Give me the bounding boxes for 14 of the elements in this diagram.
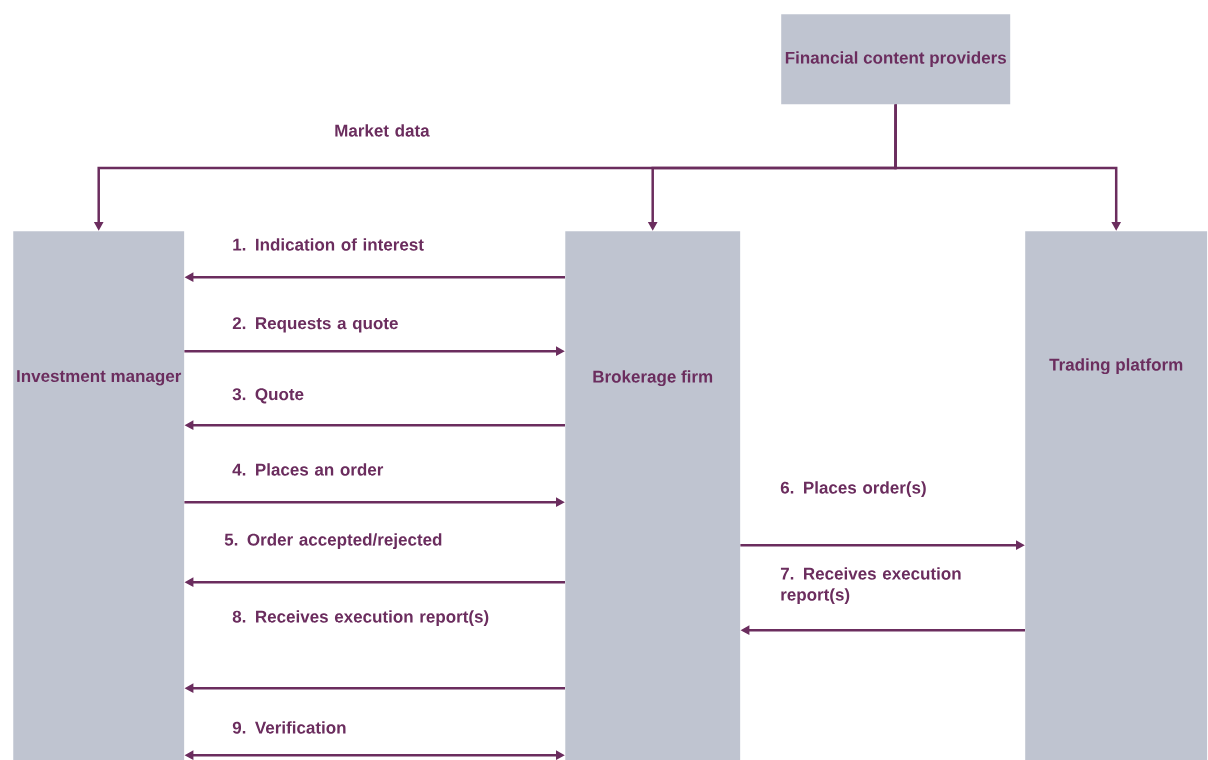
actor-box: Trading platform bbox=[1025, 231, 1208, 760]
edge-label: 2. Requests a quote bbox=[232, 317, 398, 333]
edge-label: 4. Places an order bbox=[232, 463, 384, 476]
edge-label: 3. Quote bbox=[232, 388, 304, 404]
edge-label: 5. Order accepted/rejected bbox=[224, 533, 442, 550]
actor-box: Investment manager bbox=[13, 231, 185, 760]
actor-box: Financial content providers bbox=[781, 14, 1011, 105]
edge-label: 1. Indication of interest bbox=[233, 238, 424, 251]
edge-label: 6. Places order(s) bbox=[780, 481, 926, 498]
edge-label: 8. Receives execution report(s) bbox=[232, 610, 489, 627]
edge-label: 7. Receives execution report(s) bbox=[780, 567, 961, 605]
edge-label: Market data bbox=[335, 124, 430, 137]
edge-label: 9. Verification bbox=[232, 721, 346, 734]
actor-box: Brokerage firm bbox=[565, 231, 741, 760]
